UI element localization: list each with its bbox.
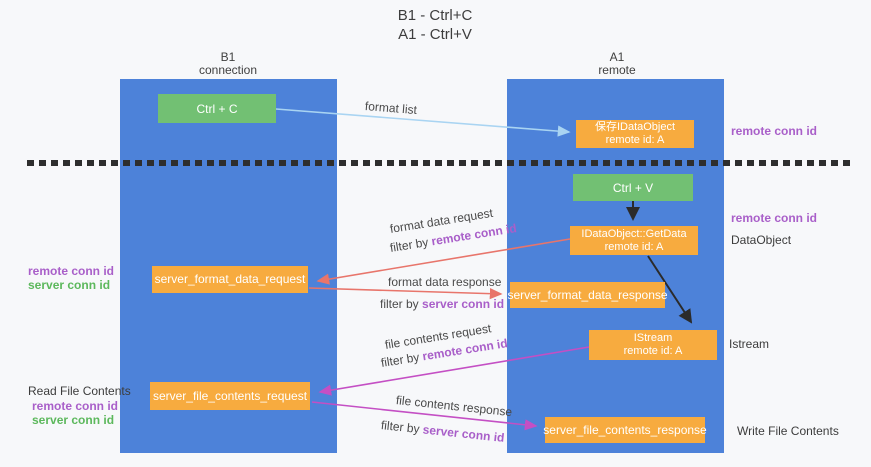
lane-b1-subtitle: connection xyxy=(198,63,258,77)
format-data-response-label: format data response xyxy=(388,275,502,289)
write-file-contents-label: Write File Contents xyxy=(737,424,839,438)
server-format-data-response-box: server_format_data_response xyxy=(507,282,668,308)
filter-by-server-conn-id-label-2: filter by server conn id xyxy=(380,418,505,445)
save-idataobject-line1: 保存IDataObject xyxy=(594,121,676,133)
filter-by-prefix-4: filter by xyxy=(380,418,424,437)
lane-a1-subtitle: remote xyxy=(598,63,636,77)
server-file-contents-response-box: server_file_contents_response xyxy=(543,417,707,443)
read-file-contents-label: Read File Contents xyxy=(28,384,131,398)
ctrl-v-label: Ctrl + V xyxy=(612,180,654,195)
ctrl-c-label: Ctrl + C xyxy=(196,101,238,116)
lane-header-a1: A1 remote xyxy=(552,51,682,77)
right-top-remote-conn-id-label: remote conn id xyxy=(731,124,818,138)
diagram-title: B1 - Ctrl+C A1 - Ctrl+V xyxy=(330,6,540,44)
lane-a1-title: A1 xyxy=(609,50,625,64)
server-file-contents-response-label: server_file_contents_response xyxy=(543,422,707,437)
ctrl-v-box: Ctrl + V xyxy=(573,174,693,201)
lane-header-b1: B1 connection xyxy=(163,51,293,77)
filter-by-prefix-2: filter by xyxy=(380,297,423,311)
server-file-contents-request-box: server_file_contents_request xyxy=(150,382,310,410)
server-format-data-request-box: server_format_data_request xyxy=(152,266,308,293)
server-file-contents-request-label: server_file_contents_request xyxy=(152,388,308,403)
filter-by-prefix-3: filter by xyxy=(379,349,424,370)
save-idataobject-box: 保存IDataObject remote id: A xyxy=(576,120,694,148)
diagram-title-line2: A1 - Ctrl+V xyxy=(398,26,472,43)
istream-line1: IStream xyxy=(633,332,673,344)
left-server-conn-id-label: server conn id xyxy=(28,278,111,292)
left2-remote-conn-id-label: remote conn id xyxy=(32,399,119,413)
save-idataobject-line2: remote id: A xyxy=(605,134,665,146)
left2-server-conn-id-label: server conn id xyxy=(32,413,115,427)
istream-line2: remote id: A xyxy=(623,345,683,357)
ctrl-c-box: Ctrl + C xyxy=(158,94,276,123)
server-format-data-response-label: server_format_data_response xyxy=(507,287,668,302)
left-remote-conn-id-label: remote conn id xyxy=(28,264,115,278)
filter-by-highlight-2: server conn id xyxy=(422,297,505,311)
format-list-label: format list xyxy=(364,99,418,118)
filter-by-server-conn-id-label-1: filter by server conn id xyxy=(380,297,504,311)
lane-b1-title: B1 xyxy=(220,50,236,64)
filter-by-highlight-4: server conn id xyxy=(422,422,506,445)
idataobject-getdata-box: IDataObject::GetData remote id: A xyxy=(570,226,698,255)
istream-box: IStream remote id: A xyxy=(589,330,717,360)
idataobject-getdata-line1: IDataObject::GetData xyxy=(581,227,687,240)
filter-by-prefix-1: filter by xyxy=(388,234,433,255)
idataobject-getdata-line2: remote id: A xyxy=(604,240,664,253)
istream-side-label: Istream xyxy=(729,337,770,351)
server-format-data-request-label: server_format_data_request xyxy=(154,272,306,286)
diagram-title-line1: B1 - Ctrl+C xyxy=(397,7,473,24)
right-mid-remote-conn-id-label: remote conn id xyxy=(731,211,818,225)
dataobject-label: DataObject xyxy=(731,233,792,247)
file-contents-response-label: file contents response xyxy=(395,393,513,420)
